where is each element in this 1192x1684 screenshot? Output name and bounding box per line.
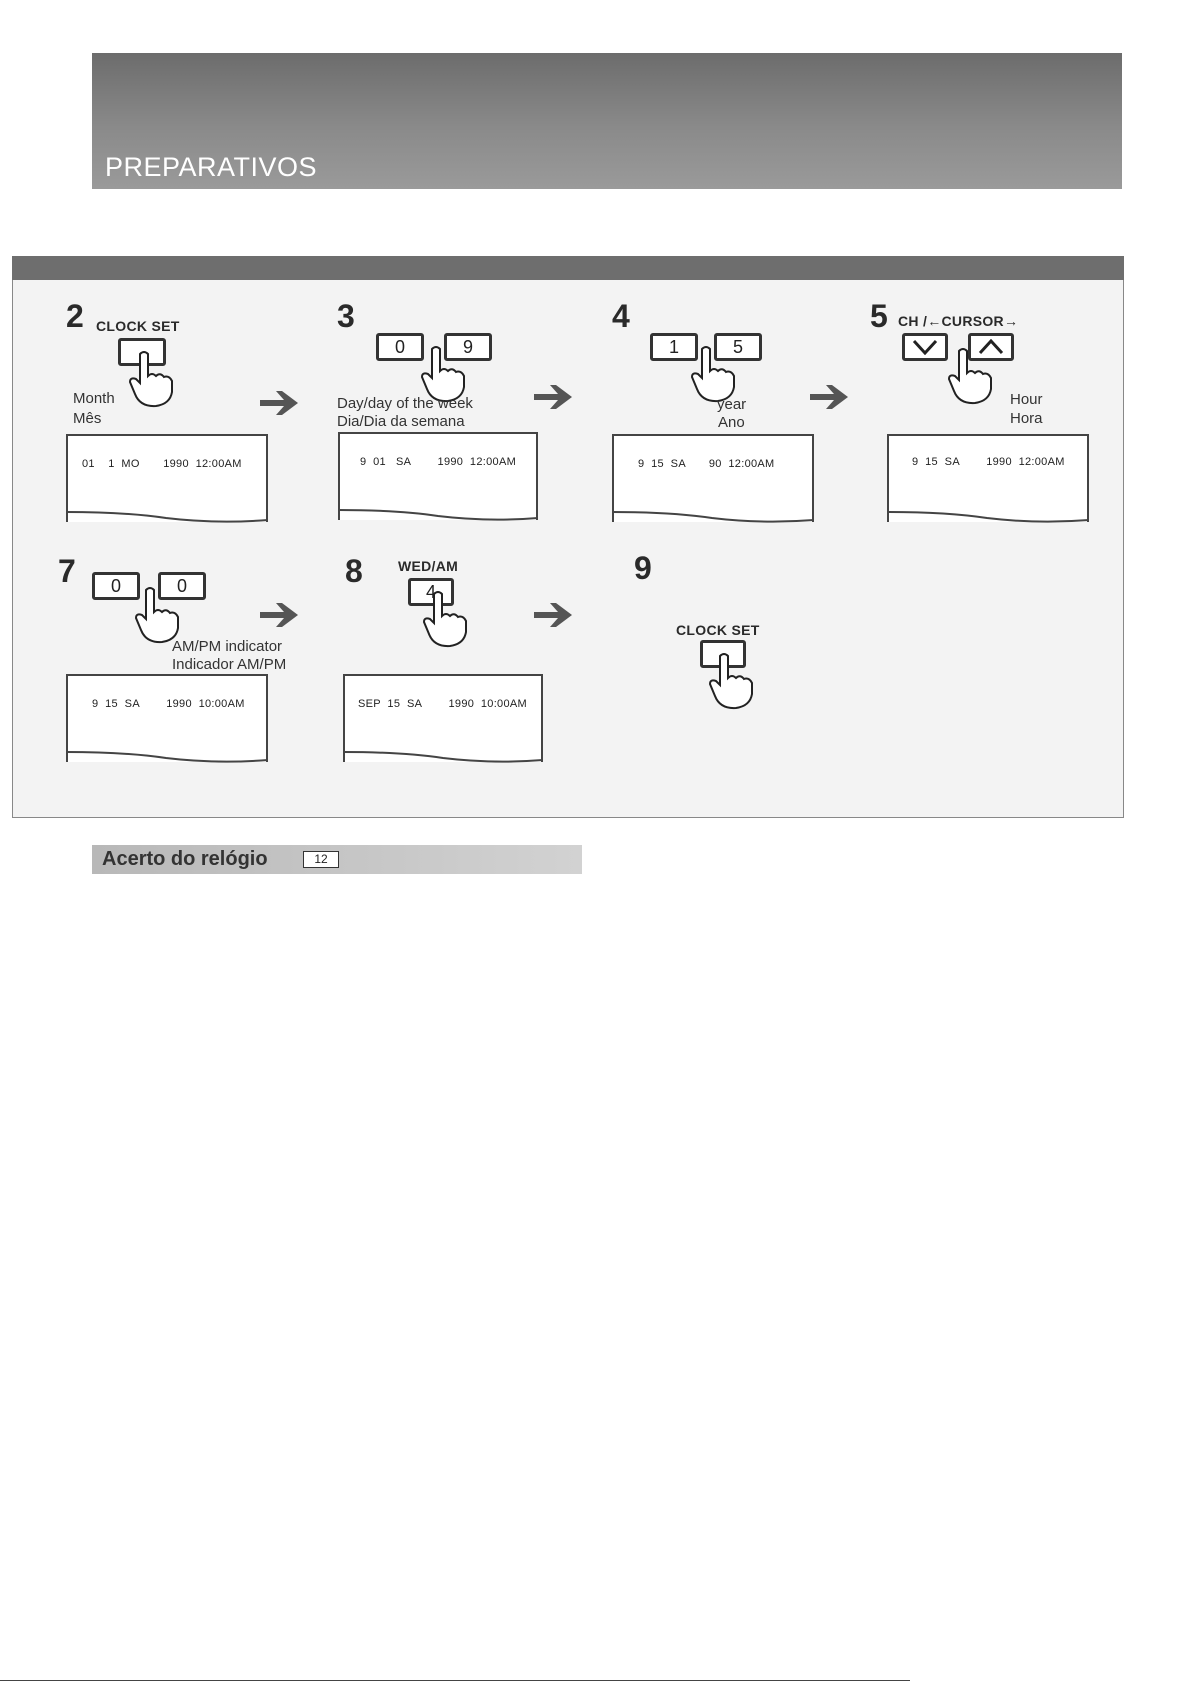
clock-set-label: CLOCK SET xyxy=(96,318,180,334)
clock-set-label: CLOCK SET xyxy=(676,622,760,638)
finger-press-icon xyxy=(128,351,173,408)
tv-screen-display xyxy=(612,434,814,522)
screen-bottom-curve xyxy=(338,509,538,521)
screen-text: 01 1 MO 1990 12:00AM xyxy=(82,458,242,470)
screen-text: 9 15 SA 1990 10:00AM xyxy=(92,698,245,710)
step-number: 7 xyxy=(58,553,76,589)
label-hour: Hour xyxy=(1010,391,1043,408)
tv-screen-display xyxy=(66,434,268,522)
key-1[interactable]: 1 xyxy=(650,333,698,361)
chevron-down-icon xyxy=(912,339,938,356)
key-0[interactable]: 0 xyxy=(92,572,140,600)
key-0[interactable]: 0 xyxy=(158,572,206,600)
label-mes: Mês xyxy=(73,410,102,427)
wed-am-label: WED/AM xyxy=(398,558,459,574)
screen-text: 9 01 SA 1990 12:00AM xyxy=(360,456,517,468)
cursor-button-label: CH /←CURSOR→ xyxy=(898,313,1019,329)
key-4[interactable]: 4 xyxy=(408,578,454,606)
step-number: 3 xyxy=(337,298,355,334)
header-banner xyxy=(92,53,1122,189)
label-ano: Ano xyxy=(718,414,745,431)
arrow-right-icon xyxy=(260,391,298,415)
finger-press-icon xyxy=(947,348,992,405)
label-month: Month xyxy=(73,390,115,407)
step-number: 5 xyxy=(870,298,888,334)
arrow-right-icon xyxy=(260,603,298,627)
key-9[interactable]: 9 xyxy=(444,333,492,361)
tv-screen-display xyxy=(343,674,543,762)
page-reference-badge: 12 xyxy=(303,851,339,868)
label-hora: Hora xyxy=(1010,410,1043,427)
screen-bottom-curve xyxy=(343,751,543,763)
screen-bottom-curve xyxy=(66,511,268,523)
step-number: 4 xyxy=(612,298,630,334)
finger-press-icon xyxy=(708,653,753,710)
label-indicador-am-pm: Indicador AM/PM xyxy=(172,656,287,673)
key-0[interactable]: 0 xyxy=(376,333,424,361)
tv-screen-display xyxy=(66,674,268,762)
finger-press-icon xyxy=(420,346,465,403)
label-dia-semana: Dia/Dia da semana xyxy=(337,413,465,430)
step-number: 2 xyxy=(66,298,84,334)
finger-press-icon xyxy=(134,587,179,644)
step-number: 8 xyxy=(345,553,363,589)
key-5[interactable]: 5 xyxy=(714,333,762,361)
label-year: year xyxy=(717,396,747,413)
screen-text: SEP 15 SA 1990 10:00AM xyxy=(358,698,527,710)
finger-press-icon xyxy=(690,346,735,403)
screen-bottom-curve xyxy=(66,751,268,763)
label-day-of-week: Day/day of the week xyxy=(337,395,473,412)
panel-header-bar xyxy=(12,256,1124,280)
screen-bottom-curve xyxy=(612,511,814,523)
cursor-up-button[interactable] xyxy=(968,333,1014,361)
cursor-down-button[interactable] xyxy=(902,333,948,361)
arrow-right-icon xyxy=(534,603,572,627)
tv-screen-display xyxy=(887,434,1089,522)
finger-press-icon xyxy=(422,591,467,648)
screen-text: 9 15 SA 1990 12:00AM xyxy=(912,456,1065,468)
chevron-up-icon xyxy=(978,338,1004,355)
arrow-right-icon xyxy=(534,385,572,409)
bottom-rule xyxy=(0,1680,910,1681)
step-number: 9 xyxy=(634,550,652,586)
tv-screen-display xyxy=(338,432,538,520)
page-title: PREPARATIVOS xyxy=(105,152,318,182)
screen-bottom-curve xyxy=(887,511,1089,523)
section-heading: Acerto do relógio xyxy=(102,848,268,870)
arrow-right-icon xyxy=(810,385,848,409)
label-am-pm-indicator: AM/PM indicator xyxy=(172,638,283,655)
screen-text: 9 15 SA 90 12:00AM xyxy=(638,458,775,470)
